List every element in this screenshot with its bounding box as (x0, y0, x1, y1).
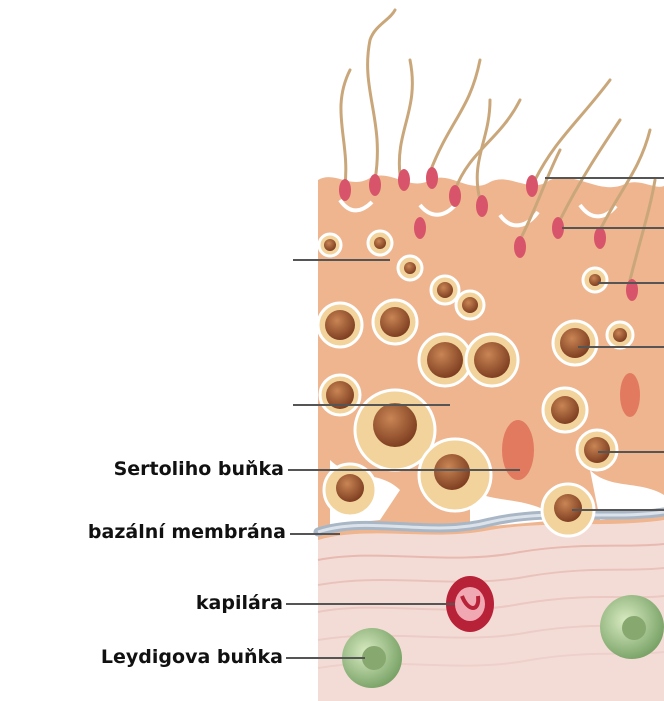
label-leydig-cell: Leydigova buňka (101, 645, 283, 669)
label-capillary: kapilára (196, 591, 283, 615)
label-basal-membrane: bazální membrána (88, 520, 286, 544)
label-sertoli-cell: Sertoliho buňka (114, 457, 284, 481)
